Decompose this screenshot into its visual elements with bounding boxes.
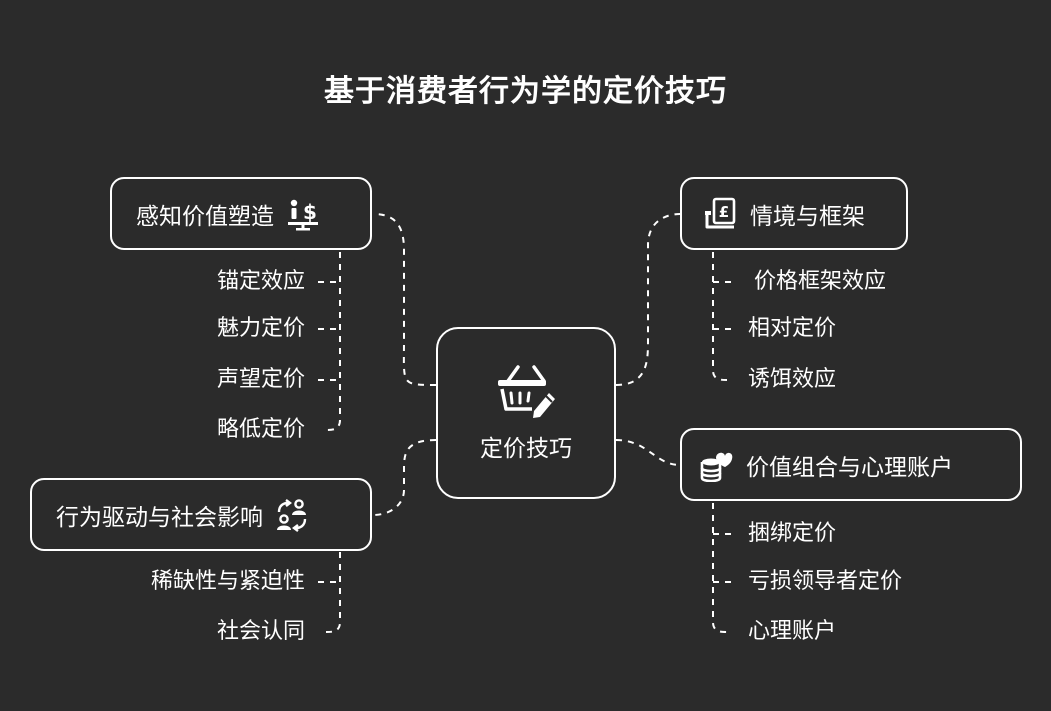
branch-context-framing: £ 情境与框架 — [680, 177, 908, 250]
branch-label: 价值组合与心理账户 — [746, 454, 953, 481]
central-node: 定价技巧 — [436, 327, 616, 499]
leaf-loss-leader-pricing: 亏损领导者定价 — [748, 569, 903, 594]
page-title: 基于消费者行为学的定价技巧 — [324, 74, 727, 109]
leaf-social-proof: 社会认同 — [216, 619, 305, 644]
branch-label: 行为驱动与社会影响 — [56, 504, 263, 531]
branch-value-combination: 价值组合与心理账户 — [680, 428, 1022, 501]
branch-behavior-social: 行为驱动与社会影响 — [30, 478, 372, 551]
central-label: 定价技巧 — [480, 436, 572, 462]
basket-pencil-icon — [498, 365, 555, 418]
leaf-scarcity-urgency: 稀缺性与紧迫性 — [150, 569, 305, 594]
scale-dollar-icon: $ — [288, 199, 318, 230]
coins-heart-icon — [700, 452, 733, 482]
connector-perceived-value-spine — [325, 252, 341, 431]
connector-value-combo-spine — [712, 503, 728, 633]
leaf-price-framing: 价格框架效应 — [754, 269, 887, 294]
connector-behavior-spine — [325, 552, 341, 633]
svg-text:£: £ — [719, 203, 729, 221]
branch-label: 情境与框架 — [750, 203, 865, 230]
connector-center-to-perceived-value — [372, 213, 437, 386]
connector-center-to-value-combo — [615, 439, 681, 466]
connector-context-spine — [712, 252, 728, 381]
leaf-slightly-lower-pricing: 略低定价 — [216, 417, 305, 442]
leaf-bundle-pricing: 捆绑定价 — [748, 521, 837, 546]
connector-center-to-behavior — [372, 439, 437, 516]
connector-center-to-context — [615, 213, 681, 386]
leaf-decoy-effect: 诱饵效应 — [748, 367, 837, 392]
leaf-anchoring: 锚定效应 — [216, 269, 305, 294]
svg-text:$: $ — [303, 200, 317, 224]
leaf-relative-pricing: 相对定价 — [748, 316, 837, 341]
branch-perceived-value: 感知价值塑造 $ — [110, 177, 372, 250]
leaf-prestige-pricing: 声望定价 — [216, 367, 305, 392]
leaf-charm-pricing: 魅力定价 — [216, 316, 305, 341]
leaf-mental-accounting: 心理账户 — [748, 619, 837, 644]
people-exchange-icon — [277, 498, 307, 532]
pound-price-tag-icon: £ — [705, 197, 736, 228]
branch-label: 感知价值塑造 — [136, 203, 274, 230]
